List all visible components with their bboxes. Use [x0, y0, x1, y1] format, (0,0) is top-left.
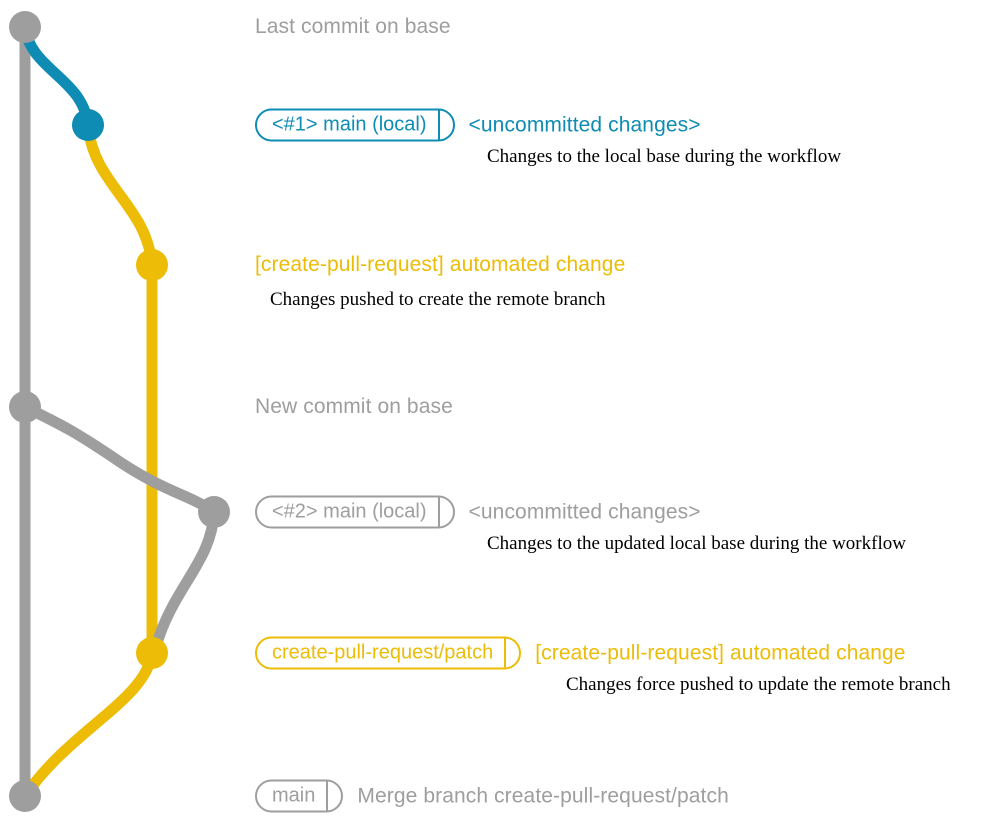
commit-subject: New commit on base — [255, 395, 453, 418]
row-remote-change-1: [create-pull-request] automated change — [255, 253, 625, 277]
ref-badge-label: main — [272, 784, 316, 806]
commit-subject: Last commit on base — [255, 15, 451, 38]
ref-badge-label: create-pull-request/patch — [272, 641, 494, 663]
commit-node-remote-1 — [136, 249, 168, 281]
ref-badge-create-pull-request-patch[interactable]: create-pull-request/patch — [255, 636, 522, 670]
row-new-commit-on-base: New commit on base — [255, 395, 453, 419]
commit-note-remote-change-1: Changes pushed to create the remote bran… — [270, 289, 606, 310]
commit-node-base-top — [9, 11, 41, 43]
commit-note-local-change-2: Changes to the updated local base during… — [487, 533, 906, 554]
commit-subject: Merge branch create-pull-request/patch — [357, 784, 729, 807]
ref-badge-label: <#1> main (local) — [272, 113, 427, 135]
commit-subject: [create-pull-request] automated change — [255, 253, 626, 276]
ref-badge-main-local-1[interactable]: <#1> main (local) — [255, 108, 455, 142]
row-local-change-2: <#2> main (local) <uncommitted changes> — [255, 495, 701, 529]
ref-badge-label: <#2> main (local) — [272, 500, 427, 522]
row-local-change-1: <#1> main (local) <uncommitted changes> — [255, 108, 701, 142]
edge-local1-to-remote1 — [82, 119, 158, 271]
edge-remote2-to-merge — [19, 647, 158, 802]
commit-node-merge — [9, 780, 41, 812]
commit-node-local-2 — [198, 496, 230, 528]
commit-subject: <uncommitted changes> — [468, 500, 701, 523]
commit-subject: [create-pull-request] automated change — [535, 641, 906, 664]
graph-nodes — [9, 11, 230, 812]
commit-subject: <uncommitted changes> — [468, 113, 701, 136]
row-remote-change-2: create-pull-request/patch [create-pull-r… — [255, 636, 906, 670]
commit-node-local-1 — [72, 109, 104, 141]
edge-base-to-local2 — [19, 401, 220, 518]
commit-node-base-new — [9, 391, 41, 423]
row-last-commit-on-base: Last commit on base — [255, 15, 451, 39]
ref-badge-main[interactable]: main — [255, 779, 344, 813]
commit-note-remote-change-2: Changes force pushed to update the remot… — [566, 674, 951, 695]
ref-badge-main-local-2[interactable]: <#2> main (local) — [255, 495, 455, 529]
commit-note-local-change-1: Changes to the local base during the wor… — [487, 146, 842, 167]
commit-node-remote-2 — [136, 637, 168, 669]
row-merge-commit: main Merge branch create-pull-request/pa… — [255, 779, 729, 813]
